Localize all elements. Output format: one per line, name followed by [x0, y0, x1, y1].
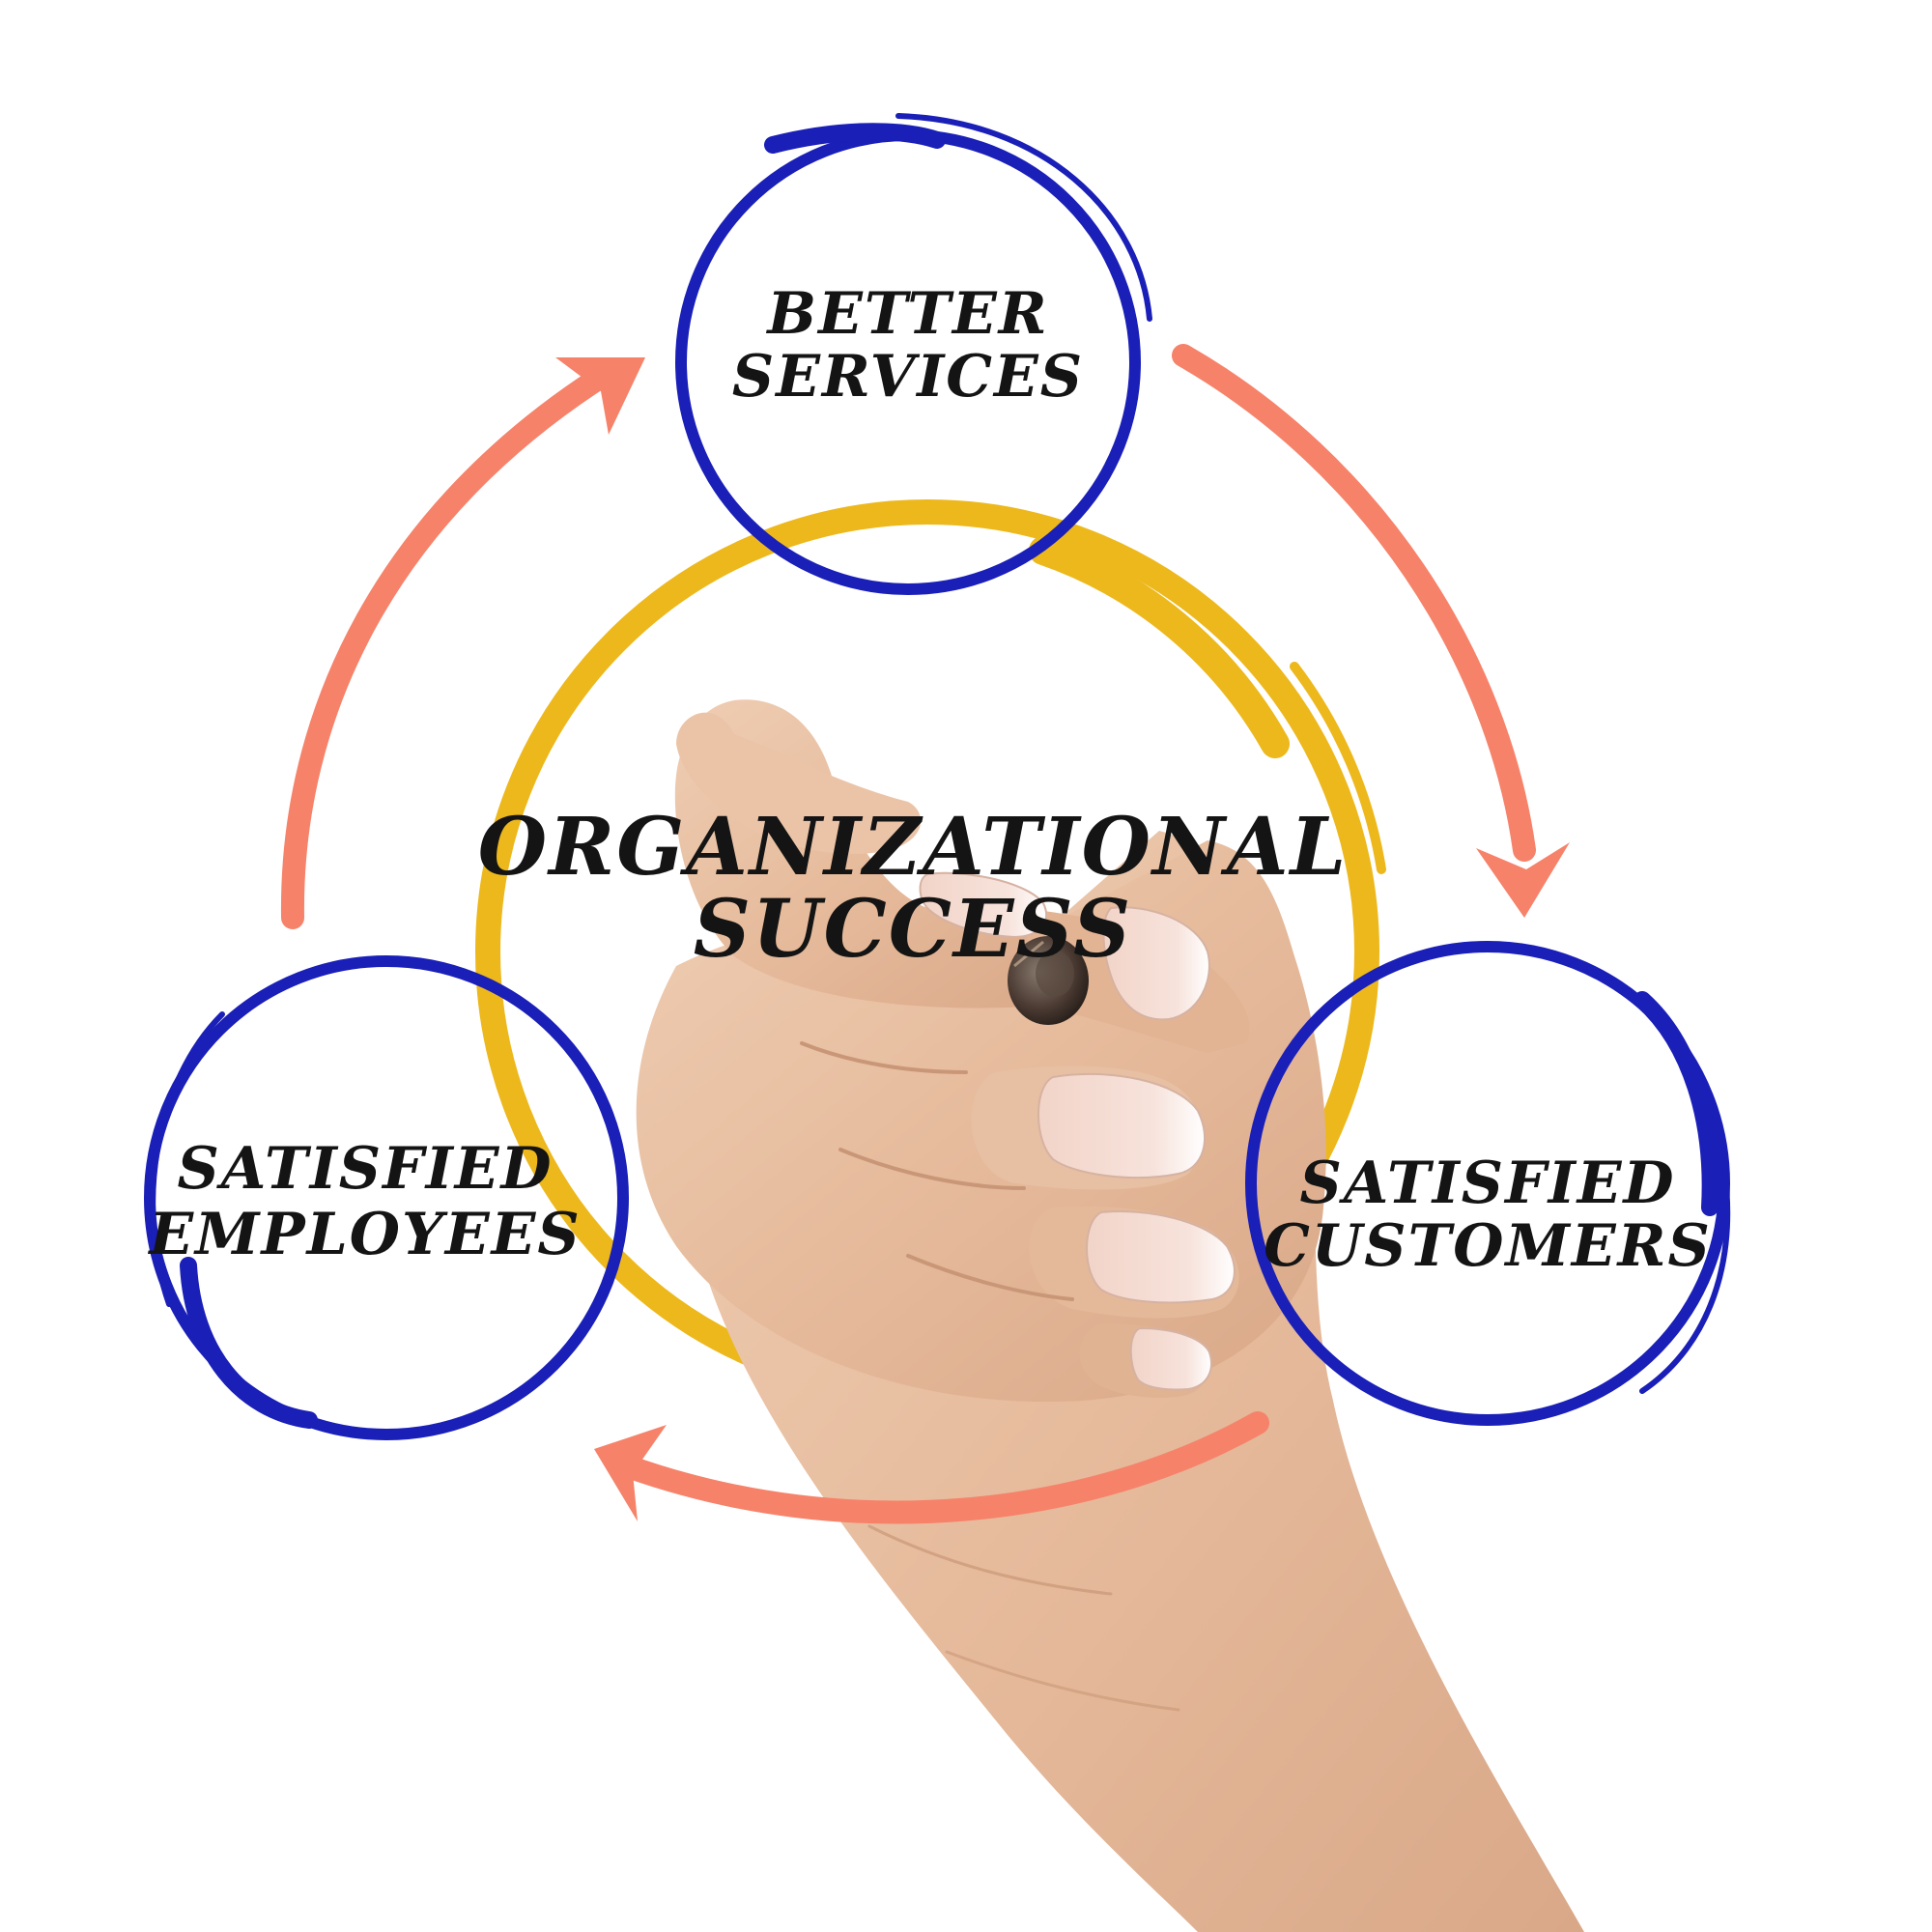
- node-circle-left: [144, 955, 629, 1440]
- arrow-customers-to-employees: [616, 1411, 1269, 1524]
- node-circle-right: [1245, 941, 1731, 1426]
- node-circle-top: [675, 113, 1152, 595]
- center-label-line1: ORGANIZATIONAL: [478, 801, 1349, 894]
- hand-holding-marker-icon: [636, 699, 1584, 1932]
- right-node-label-line1: SATISFIED: [1299, 1150, 1675, 1217]
- arrows: [280, 344, 1570, 1524]
- left-node-label-line2: EMPLOYEES: [147, 1201, 581, 1268]
- arrowhead-left: [594, 1425, 667, 1521]
- arrowhead-up-right: [555, 357, 645, 435]
- top-node-label-line1: BETTER: [765, 280, 1048, 348]
- arrowhead-down: [1476, 842, 1570, 918]
- center-label-line2: SUCCESS: [694, 883, 1132, 976]
- arrow-employees-to-services: [280, 360, 620, 929]
- left-node-label-line1: SATISFIED: [177, 1135, 553, 1203]
- top-node-label-line2: SERVICES: [732, 343, 1084, 411]
- marker-cap: [1008, 936, 1089, 1025]
- arrow-services-to-customers: [1172, 344, 1536, 862]
- right-node-label-line2: CUSTOMERS: [1264, 1212, 1712, 1280]
